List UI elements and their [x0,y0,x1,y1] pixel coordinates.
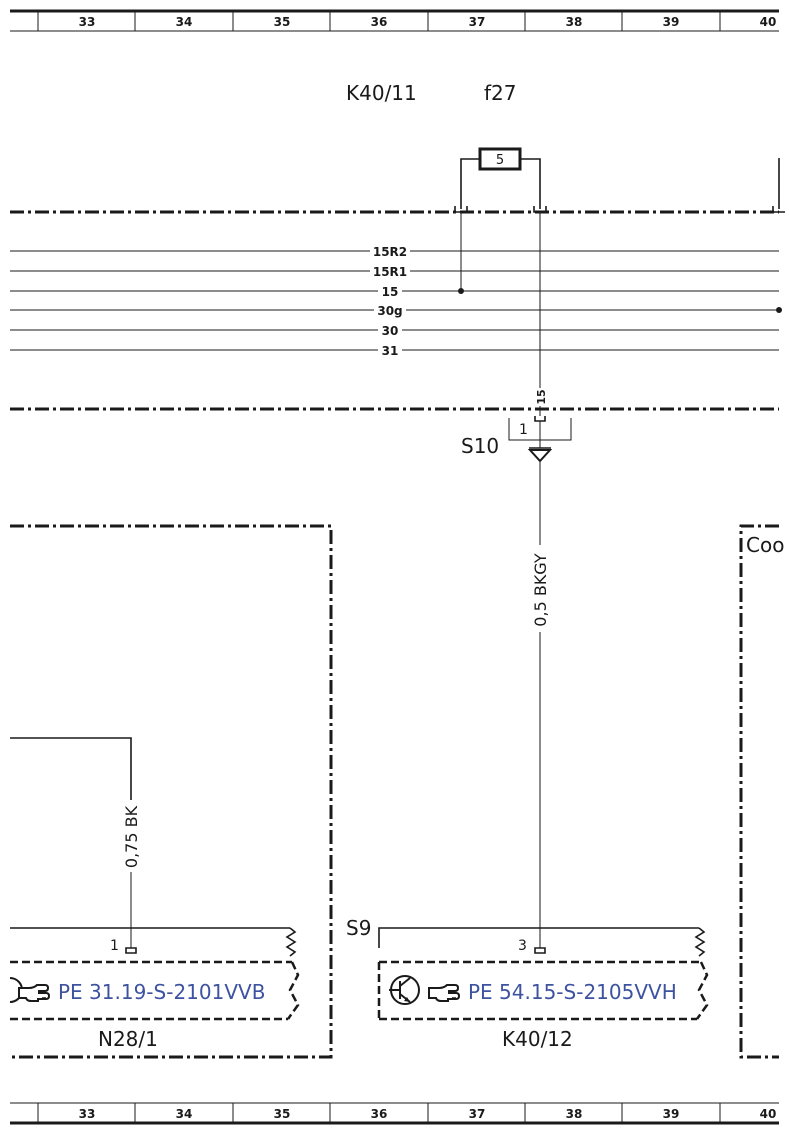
component-middle-label: K40/12 [502,1027,573,1051]
grid-col-33: 33 [79,15,96,29]
fuse-value: 5 [496,153,504,168]
junction-dot-30g [776,307,782,313]
hand-pointer-icon [18,984,51,1002]
grid-col-37-bottom: 37 [469,1107,486,1121]
grid-ruler-top: 33 34 35 36 37 38 39 40 [10,9,779,32]
bus-label-30: 30 [382,324,399,338]
fuse-box-label: K40/11 [346,81,417,105]
grid-col-39: 39 [663,15,680,29]
terminal-right-edge [772,206,785,213]
connector-s10-label: S10 [461,434,499,458]
bus-label-15r2: 15R2 [373,245,407,259]
grid-col-36-bottom: 36 [371,1107,388,1121]
connector-s10-terminal: 15 [535,389,548,404]
grid-col-38: 38 [566,15,583,29]
grid-col-34-bottom: 34 [176,1107,193,1121]
grid-col-35: 35 [274,15,291,29]
grid-col-39-bottom: 39 [663,1107,680,1121]
grid-col-34: 34 [176,15,193,29]
connector-s9-label: S9 [346,916,371,940]
component-left-ref[interactable]: PE 31.19-S-2101VVB [58,980,265,1004]
ground-symbol-icon [527,447,553,463]
component-n28-1: 1 N28/1 [9,927,300,1051]
wire-label-right: 0,5 BKGY [531,553,550,627]
component-middle-ref[interactable]: PE 54.15-S-2105VVH [468,980,677,1004]
junction-dot-15 [458,288,464,294]
component-left-label: N28/1 [98,1027,158,1051]
fuse-icon: 5 [460,147,541,209]
connector-s10: 1 S10 [461,416,572,458]
component-right-label: Coo [746,533,784,557]
transistor-icon [389,975,420,1005]
grid-col-35-bottom: 35 [274,1107,291,1121]
right-module-boundary [739,524,779,1059]
bus-label-15: 15 [382,285,399,299]
wire-label-left: 0,75 BK [122,805,141,868]
grid-col-33-bottom: 33 [79,1107,96,1121]
bus-labels: 15R2 15R1 15 30g 30 31 [370,244,410,358]
bus-label-15r1: 15R1 [373,265,407,279]
left-module-boundary [10,524,333,1059]
ref-link-left[interactable]: PE 31.19-S-2101VVB [18,980,265,1004]
bus-label-30g: 30g [377,304,402,318]
fuse-label: f27 [484,81,517,105]
grid-col-40-bottom: 40 [760,1107,777,1121]
hand-pointer-icon [428,984,461,1002]
grid-ruler-bottom: 33 34 35 36 37 38 39 40 [10,1102,779,1125]
component-left-pin: 1 [110,938,119,954]
component-k40-12: S9 3 K40/12 [346,916,709,1051]
bus-label-31: 31 [382,344,399,358]
grid-col-38-bottom: 38 [566,1107,583,1121]
grid-col-40: 40 [760,15,777,29]
grid-col-37: 37 [469,15,486,29]
wire-bk-upper [10,737,132,800]
ref-link-middle[interactable]: PE 54.15-S-2105VVH [428,980,677,1004]
component-middle-pin: 3 [518,938,527,954]
connector-s10-pin: 1 [519,422,528,438]
grid-col-36: 36 [371,15,388,29]
